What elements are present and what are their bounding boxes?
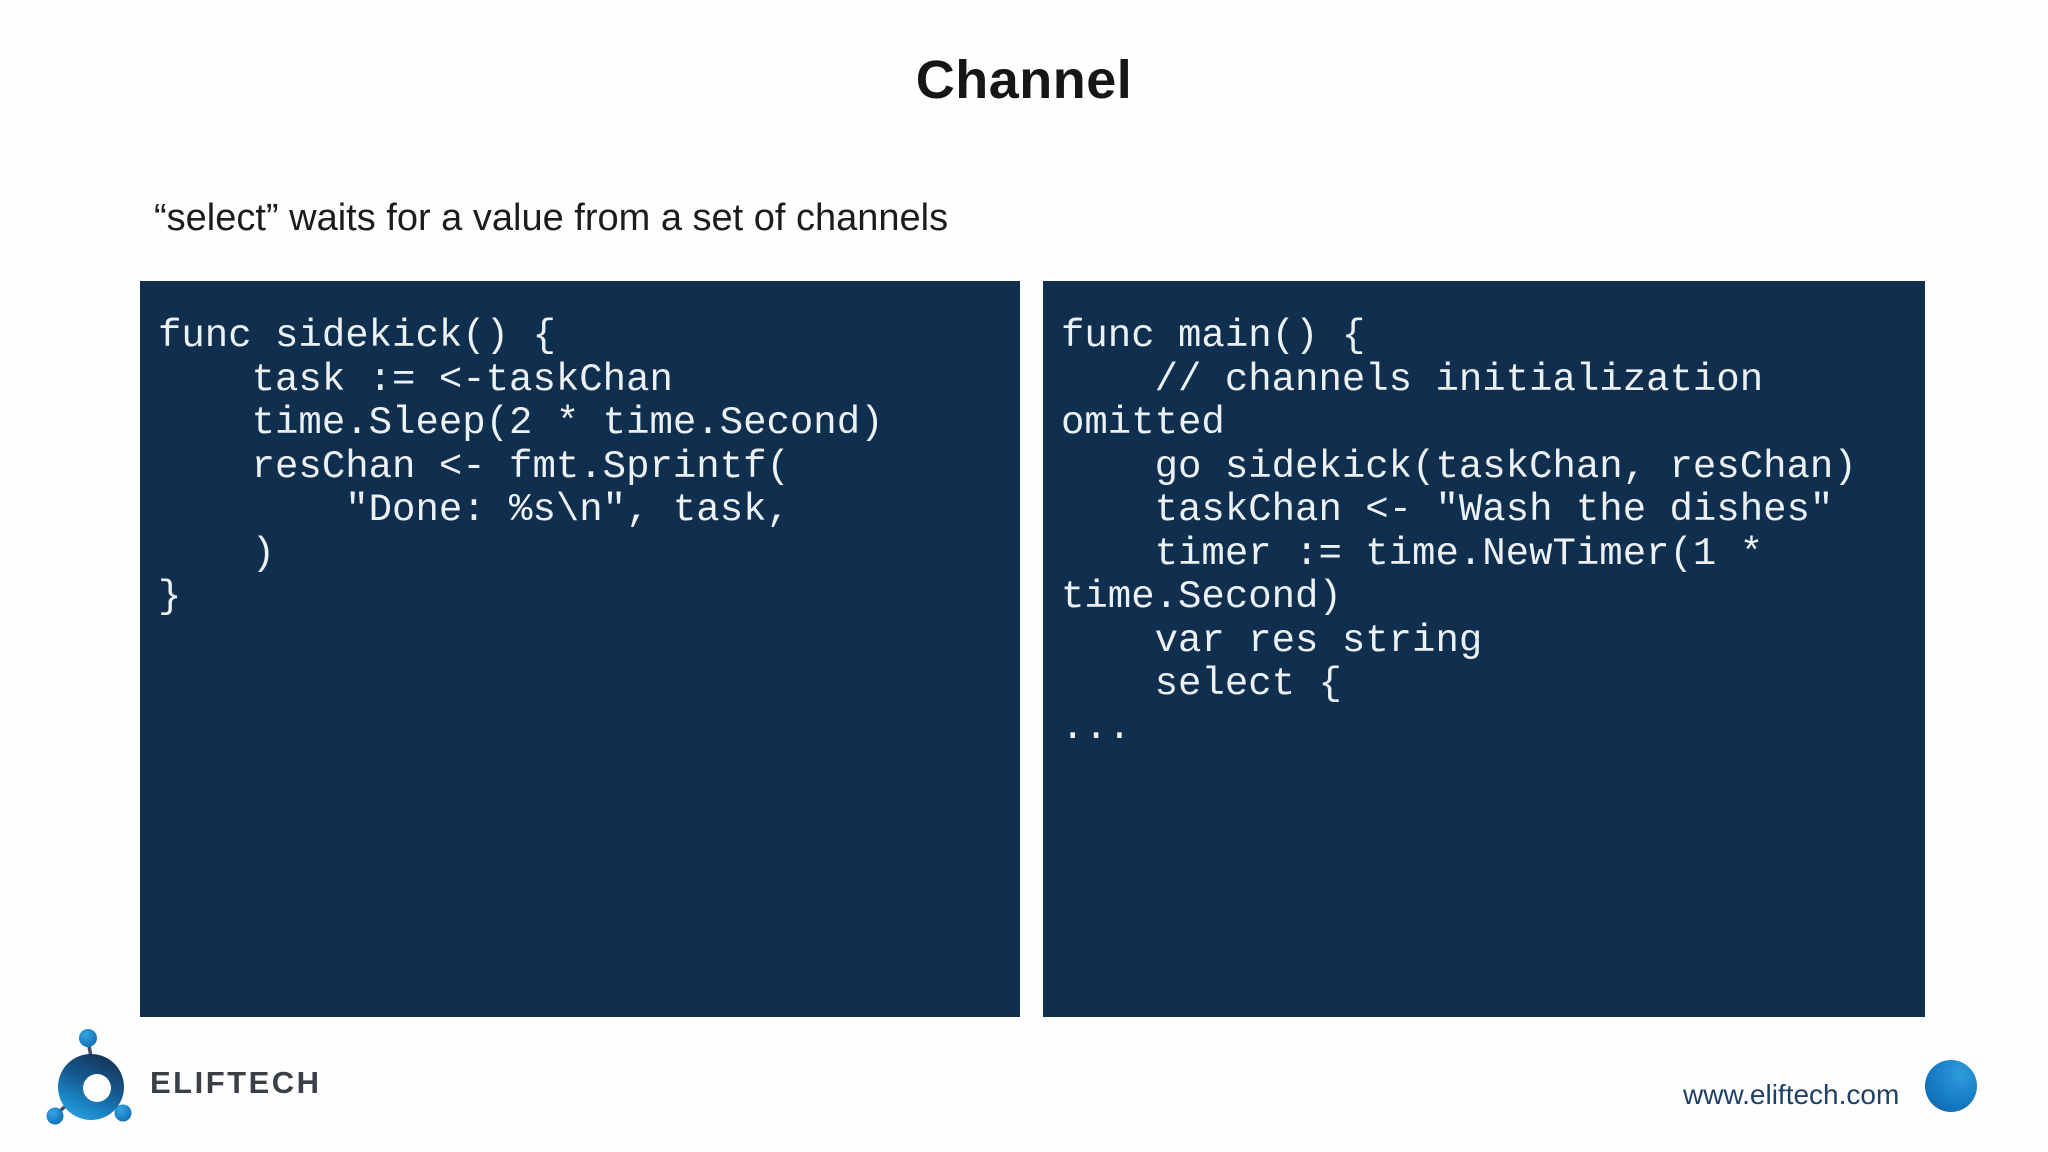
eliftech-logo-icon [46,1029,132,1125]
slide-title: Channel [915,50,1133,110]
blue-dot-decoration [1925,1060,1977,1112]
eliftech-logo-wordmark: ELIFTECH [150,1065,322,1100]
code-block-sidekick: func sidekick() { task := <-taskChan tim… [140,281,1020,1017]
slide-subtitle: “select” waits for a value from a set of… [154,197,949,239]
code-block-main: func main() { // channels initialization… [1043,281,1925,1017]
website-url: www.eliftech.com [1683,1079,1900,1110]
